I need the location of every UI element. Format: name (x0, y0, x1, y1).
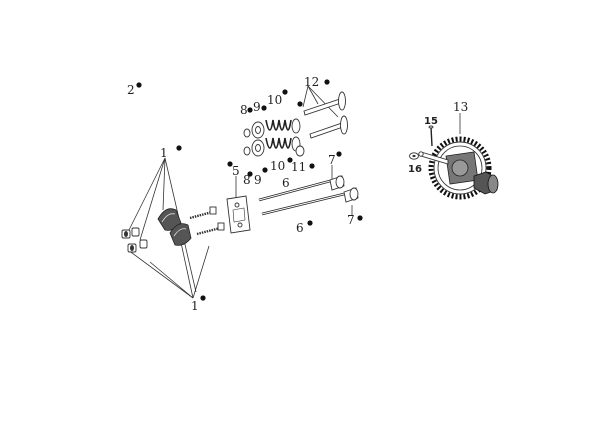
callout-10-lower: 10 (270, 159, 285, 173)
callout-13: 13 (453, 100, 468, 114)
adjuster-stud-upper (189, 206, 217, 220)
pin-part-15 (428, 125, 434, 147)
valve-spring-upper (243, 118, 301, 139)
callout-2: 2 (127, 83, 135, 97)
callout-10-upper: 10 (267, 93, 282, 107)
callout-11: 11 (291, 160, 306, 174)
callout-6-upper: 6 (282, 176, 290, 190)
rocker-arm-lower (169, 223, 192, 246)
cam-gear-assembly (418, 136, 499, 200)
valve-spring-lower (243, 136, 301, 157)
callout-15: 15 (424, 116, 438, 127)
callout-12: 12 (304, 75, 319, 89)
callout-1-upper: 1 (160, 146, 168, 160)
exhaust-valve (309, 115, 348, 139)
leader-lines (127, 85, 461, 299)
callout-1-lower: 1 (191, 299, 199, 313)
callout-8-upper: 8 (240, 103, 248, 117)
callout-7-upper: 7 (328, 153, 336, 167)
callout-labels: 1 1 2 5 6 6 7 7 8 8 9 9 10 10 11 12 13 1… (127, 75, 468, 313)
push-rod-lower (261, 192, 345, 216)
callout-9-lower: 9 (254, 173, 262, 187)
callout-8-lower: 8 (243, 173, 251, 187)
washer-part-16 (409, 152, 419, 160)
tappet-lower (343, 187, 359, 203)
rocker-arm-upper (157, 208, 182, 231)
push-rod-upper (258, 179, 331, 202)
callout-5: 5 (232, 164, 240, 178)
callout-7-lower: 7 (347, 213, 355, 227)
tappet-upper (329, 175, 345, 191)
callout-dots (136, 79, 363, 301)
pivot-nuts (121, 227, 148, 253)
intake-valve (303, 91, 346, 116)
callout-16: 16 (408, 164, 422, 175)
adjuster-stud-lower (196, 222, 225, 236)
callout-9-upper: 9 (253, 100, 261, 114)
callout-6-lower: 6 (296, 221, 304, 235)
valve-seal-part-11 (295, 145, 305, 157)
guide-plate-part-5 (226, 195, 251, 234)
